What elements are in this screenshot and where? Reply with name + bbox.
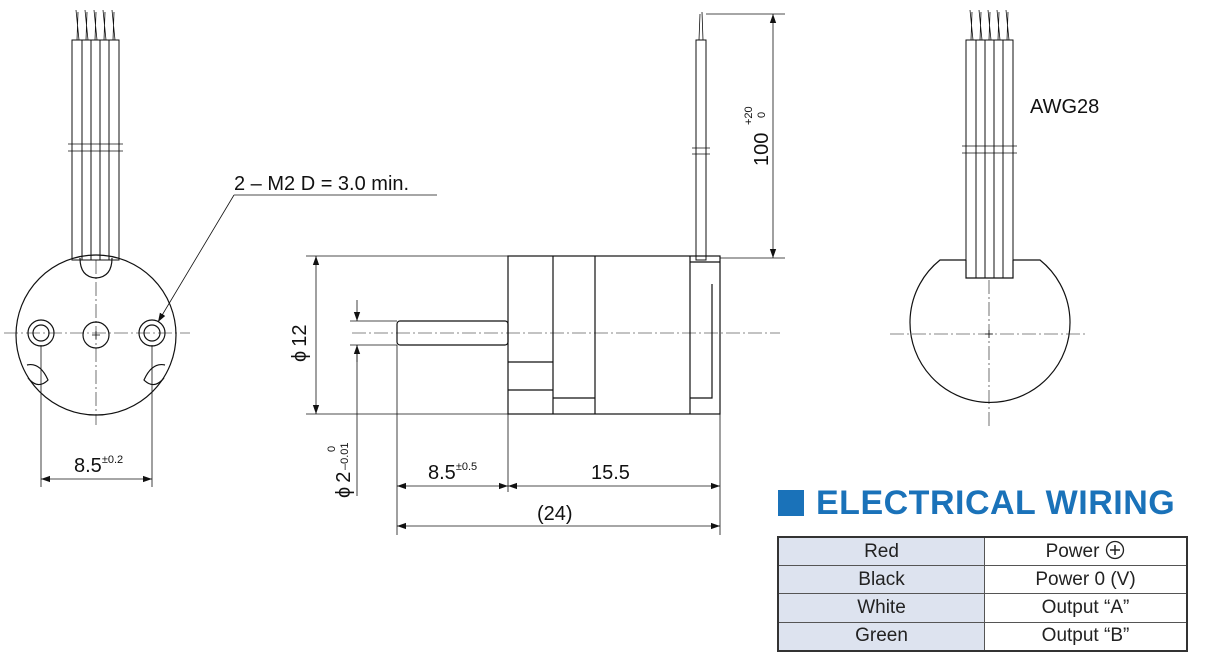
wire-color-cell: White <box>777 593 985 623</box>
table-row: Black Power 0 (V) <box>777 565 1188 595</box>
hole-callout: 2 – M2 D = 3.0 min. <box>234 173 409 195</box>
table-row: White Output “A” <box>777 593 1188 623</box>
rear-view-body <box>909 259 1071 403</box>
table-row: Green Output “B” <box>777 621 1188 652</box>
body-length-dim: 15.5 <box>591 462 630 484</box>
electrical-wiring-title: ELECTRICAL WIRING <box>778 484 1175 523</box>
rear-view-wire-bundle <box>962 9 1017 279</box>
front-view: 8.5±0.2 2 – M2 D = 3.0 min. <box>4 9 437 487</box>
wire-color-cell: Red <box>777 536 985 567</box>
lead-tol-upper: +20 <box>743 106 755 125</box>
wire-function-cell: Power 0 (V) <box>984 565 1188 595</box>
shaft-tol-lower: –0.01 <box>339 442 351 470</box>
lead-length-dim: 100 <box>751 133 773 166</box>
lead-tol-lower: 0 <box>756 112 768 118</box>
svg-text:8.5±0.5: 8.5±0.5 <box>428 461 477 484</box>
svg-text:8.5±0.2: 8.5±0.2 <box>74 454 123 477</box>
front-width-dim: 8.5 <box>74 455 102 477</box>
front-view-wire-bundle <box>68 9 123 261</box>
plus-circle-icon <box>1106 540 1125 560</box>
electrical-wiring-title-text: ELECTRICAL WIRING <box>816 484 1176 522</box>
body-diameter-dim: 12 <box>289 325 311 347</box>
total-length-dim: (24) <box>537 503 573 525</box>
diameter-symbol: ϕ <box>333 487 355 498</box>
table-row: Red Power <box>777 536 1188 567</box>
blue-square-icon <box>778 490 804 516</box>
wire-color-cell: Black <box>777 565 985 595</box>
wire-function-cell: Output “B” <box>984 621 1188 652</box>
shaft-tol-upper: 0 <box>326 446 338 452</box>
wire-function-cell: Power <box>984 536 1188 567</box>
side-view: ϕ12 ϕ2 0 –0.01 8.5±0.5 15.5 (24) 100 +20… <box>289 11 785 535</box>
shaft-length-dim: 8.5 <box>428 462 456 484</box>
shaft-length-tol: ±0.5 <box>456 461 477 473</box>
wire-gauge-label: AWG28 <box>1030 96 1099 118</box>
rear-view: AWG28 <box>890 9 1099 428</box>
wire-color-cell: Green <box>777 621 985 652</box>
shaft-diameter-dim: 2 <box>333 472 355 483</box>
svg-text:ϕ12: ϕ 12 <box>289 325 311 362</box>
wire-function-cell: Output “A” <box>984 593 1188 623</box>
side-view-lead-wire <box>695 39 707 261</box>
front-width-tol: ±0.2 <box>102 454 123 466</box>
svg-text:ϕ2: ϕ2 <box>333 472 355 498</box>
electrical-wiring-table: Red Power Black Power 0 (V) White Output… <box>777 536 1188 652</box>
diameter-symbol: ϕ <box>289 351 311 362</box>
wire-function-text: Power <box>1045 541 1100 563</box>
